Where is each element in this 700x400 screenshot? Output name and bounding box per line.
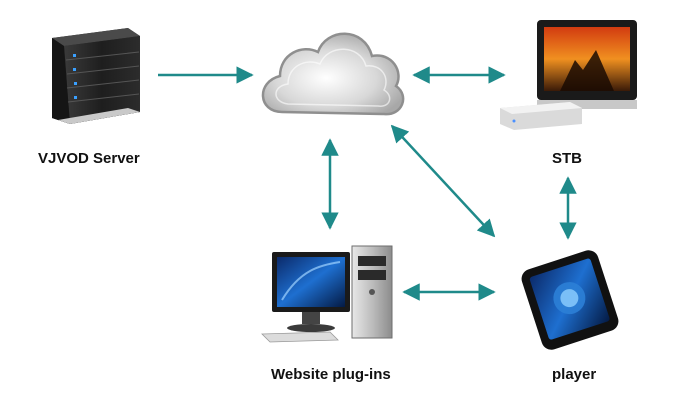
server-icon <box>52 28 140 124</box>
cloud-icon <box>261 32 405 116</box>
tv-set-top-box-icon <box>500 20 637 130</box>
website-label: Website plug-ins <box>271 366 391 383</box>
server-label: VJVOD Server <box>38 150 140 167</box>
stb-label: STB <box>552 150 582 167</box>
desktop-computer-icon <box>261 245 393 343</box>
connector-cloud-player <box>390 124 496 238</box>
player-label: player <box>552 366 597 383</box>
smartphone-icon <box>521 250 619 350</box>
